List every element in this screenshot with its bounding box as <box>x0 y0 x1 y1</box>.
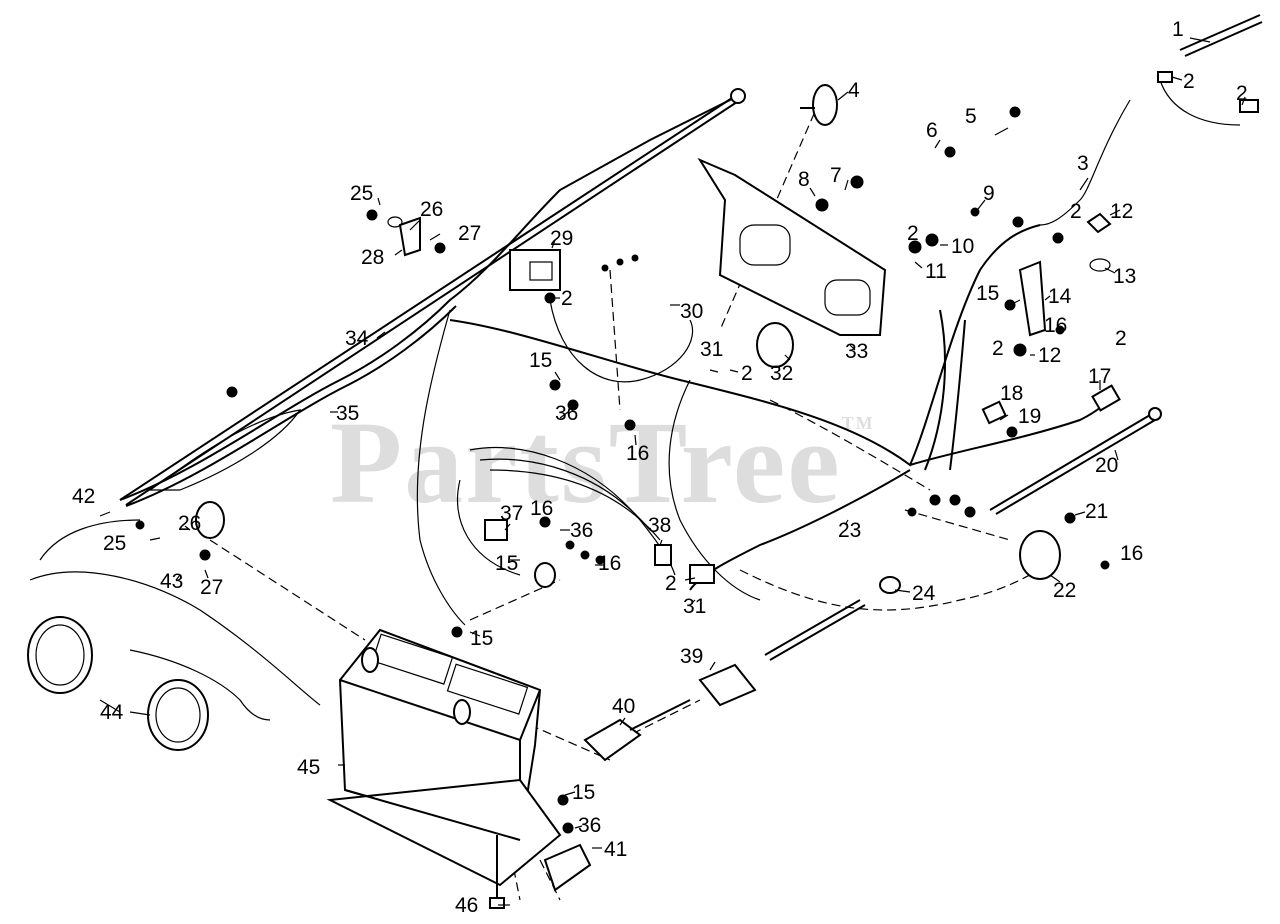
callout-12: 12 <box>1038 344 1061 367</box>
callout-34: 34 <box>345 327 369 350</box>
callout-23: 23 <box>838 519 861 542</box>
callout-31: 31 <box>683 595 706 618</box>
callout-41: 41 <box>604 838 627 861</box>
callout-8: 8 <box>798 168 810 191</box>
callout-29: 29 <box>550 227 573 250</box>
callout-21: 21 <box>1085 500 1108 523</box>
callout-16: 16 <box>626 442 649 465</box>
battery-cable-20 <box>989 414 1151 511</box>
callout-15: 15 <box>529 349 552 372</box>
callout-16: 16 <box>1044 314 1067 337</box>
callout-7: 7 <box>830 164 842 187</box>
callout-36: 36 <box>555 402 578 425</box>
callout-37: 37 <box>500 502 523 525</box>
callout-2: 2 <box>907 222 919 245</box>
callout-36: 36 <box>578 814 601 837</box>
callout-33: 33 <box>845 340 868 363</box>
headlight-44-left <box>27 616 93 694</box>
part-41 <box>543 843 592 892</box>
callout-43: 43 <box>160 570 183 593</box>
callout-3: 3 <box>1077 152 1089 175</box>
callout-39: 39 <box>680 645 703 668</box>
callout-5: 5 <box>965 105 977 128</box>
headlight-44-right <box>147 679 209 751</box>
callout-20: 20 <box>1095 454 1118 477</box>
dash-panel <box>697 157 887 336</box>
callout-27: 27 <box>458 222 481 245</box>
callout-10: 10 <box>951 235 974 258</box>
part-37 <box>484 519 508 541</box>
part-14-bracket <box>1018 260 1047 337</box>
callout-12: 12 <box>1110 200 1133 223</box>
callout-25: 25 <box>350 182 373 205</box>
callout-17: 17 <box>1088 365 1111 388</box>
callout-2: 2 <box>992 337 1004 360</box>
callout-2: 2 <box>1115 327 1127 350</box>
callout-26: 26 <box>178 512 201 535</box>
callout-6: 6 <box>926 119 938 142</box>
callout-13: 13 <box>1113 265 1136 288</box>
callout-2: 2 <box>1183 70 1195 93</box>
callout-25: 25 <box>103 532 126 555</box>
callout-2: 2 <box>1070 200 1082 223</box>
callout-15: 15 <box>470 627 493 650</box>
callout-15: 15 <box>976 282 999 305</box>
callout-30: 30 <box>680 300 703 323</box>
callout-2: 2 <box>1236 82 1248 105</box>
part-1 <box>1179 14 1261 51</box>
callout-16: 16 <box>530 497 553 520</box>
hardware-dots <box>135 106 1110 834</box>
callout-46: 46 <box>455 894 478 917</box>
callout-35: 35 <box>336 402 359 425</box>
callout-4: 4 <box>848 79 860 102</box>
callout-1: 1 <box>1172 18 1184 41</box>
callout-27: 27 <box>200 576 223 599</box>
callout-2: 2 <box>741 362 753 385</box>
callout-labels: 1 2 2 2 2 2 2 2 2 2 2 3 4 5 6 7 8 9 10 1… <box>72 18 1248 917</box>
callout-9: 9 <box>983 182 995 205</box>
main-harness <box>119 94 741 501</box>
callout-11: 11 <box>925 260 947 283</box>
callout-22: 22 <box>1053 579 1076 602</box>
callout-2: 2 <box>561 287 573 310</box>
callout-15: 15 <box>572 781 595 804</box>
part-38 <box>654 544 672 566</box>
callout-32: 32 <box>770 362 793 385</box>
callout-36: 36 <box>570 519 593 542</box>
battery-cable-top <box>119 95 736 501</box>
part-40-terminal <box>583 718 642 762</box>
part-39-boot <box>698 663 757 707</box>
callout-38: 38 <box>648 514 671 537</box>
harness-right <box>449 224 1041 467</box>
part-32 <box>756 322 794 368</box>
callout-40: 40 <box>612 695 635 718</box>
callout-45: 45 <box>297 756 320 779</box>
callout-24: 24 <box>912 582 936 605</box>
callout-18: 18 <box>1000 382 1023 405</box>
battery-tray <box>326 778 562 887</box>
callout-28: 28 <box>361 246 384 269</box>
callout-31: 31 <box>700 338 723 361</box>
callout-42: 42 <box>72 485 95 508</box>
callout-19: 19 <box>1018 405 1041 428</box>
callout-14: 14 <box>1048 285 1072 308</box>
callout-15: 15 <box>495 552 518 575</box>
callout-16: 16 <box>1120 542 1143 565</box>
callout-44: 44 <box>100 701 124 724</box>
part-28-bracket <box>398 216 421 257</box>
callout-2: 2 <box>665 572 677 595</box>
callout-26: 26 <box>420 198 443 221</box>
part-4-gauge <box>812 84 838 126</box>
part-22-solenoid <box>1019 530 1061 580</box>
leader-lines <box>99 37 1246 906</box>
callout-16: 16 <box>598 552 621 575</box>
